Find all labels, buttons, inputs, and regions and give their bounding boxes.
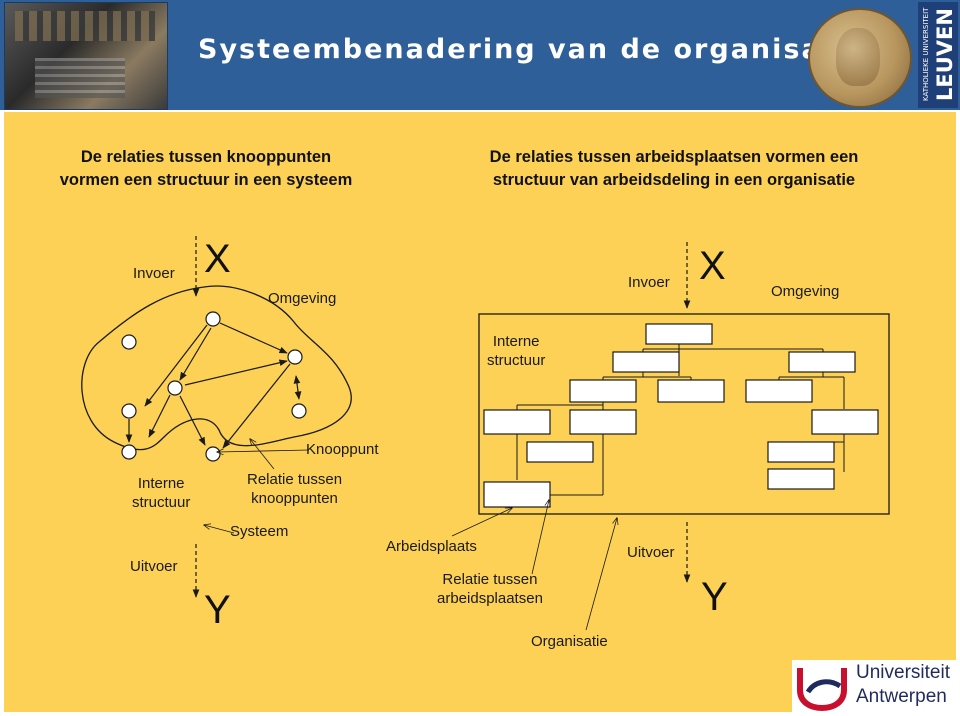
- uantwerpen-logo: [792, 660, 956, 712]
- relation-arrow: [179, 327, 212, 381]
- workplace-pointer: [451, 508, 512, 537]
- uantwerpen-line1: Universiteit: [856, 662, 950, 683]
- right-input-label: Invoer: [628, 274, 670, 291]
- page-title: Systeembenadering van de organisatie: [198, 34, 869, 65]
- system-pointer: [204, 525, 235, 534]
- left-heading-line1: De relaties tussen knooppunten: [80, 148, 332, 166]
- relation-arrow: [293, 375, 302, 400]
- workplace-box: [788, 351, 856, 373]
- system-label: Systeem: [230, 523, 289, 540]
- right-output-symbol: Y: [701, 575, 728, 619]
- uantwerpen-emblem-icon: [797, 668, 847, 712]
- right-heading-line2: structuur van arbeidsdeling in een organ…: [492, 171, 856, 189]
- workplace-box: [767, 441, 835, 463]
- left-internal-structure-label: Interne structuur: [132, 474, 190, 512]
- right-heading: De relaties tussen arbeidsplaatsen vorme…: [464, 146, 884, 192]
- node: [287, 349, 303, 365]
- ku-leuven-logo: [918, 2, 958, 108]
- relation-arrow: [222, 363, 291, 449]
- left-heading: De relaties tussen knooppunten vormen ee…: [48, 146, 364, 192]
- node-pointer: [217, 450, 310, 452]
- left-input-symbol: X: [204, 237, 231, 281]
- workplace-box: [612, 351, 680, 373]
- relation-arrow: [148, 394, 171, 438]
- relation-nodes-label: Relatie tussen knooppunten: [247, 470, 342, 508]
- right-input-symbol: X: [699, 244, 726, 288]
- right-internal-structure-line1: Interne: [492, 333, 540, 350]
- left-output-label: Uitvoer: [130, 558, 178, 575]
- relation-pointer: [531, 500, 549, 575]
- node: [205, 446, 221, 462]
- node: [121, 403, 137, 419]
- left-heading-line2: vormen een structuur in een systeem: [59, 171, 353, 189]
- diagram-canvas: [81, 236, 890, 631]
- workplace-box: [767, 468, 835, 490]
- workplace-box: [645, 323, 713, 345]
- slide-content: De relaties tussen knooppunten vormen ee…: [4, 112, 956, 712]
- ku-leuven-logo-small-text: KATHOLIEKE UNIVERSITEIT: [922, 7, 930, 101]
- relation-arrow: [219, 322, 288, 354]
- right-output-label: Uitvoer: [627, 544, 675, 561]
- portrait-medallion: [808, 8, 912, 108]
- workplace-box: [569, 409, 637, 435]
- relation-arrow: [184, 359, 288, 386]
- workplace-box: [657, 379, 725, 403]
- relation-workplaces-line1: Relatie tussen: [442, 571, 538, 588]
- left-internal-structure-line2: structuur: [132, 494, 191, 511]
- right-heading-line1: De relaties tussen arbeidsplaatsen vorme…: [489, 148, 859, 166]
- node: [121, 334, 137, 350]
- organization-boundary: [478, 313, 890, 515]
- node: [167, 380, 183, 396]
- left-input-label: Invoer: [133, 265, 175, 282]
- right-internal-structure-line2: structuur: [487, 352, 546, 369]
- workplace-box: [483, 481, 551, 508]
- left-internal-structure-line1: Interne: [137, 475, 185, 492]
- node: [291, 403, 307, 419]
- node-label: Knooppunt: [306, 441, 379, 458]
- workplace-box: [483, 409, 551, 435]
- workplace-box: [811, 409, 879, 435]
- workplace-box: [745, 379, 813, 403]
- relation-workplaces-line2: arbeidsplaatsen: [437, 590, 543, 607]
- node: [205, 311, 221, 327]
- relation-nodes-line2: knooppunten: [251, 490, 338, 507]
- relation-workplaces-label: Relatie tussen arbeidsplaatsen: [437, 570, 543, 608]
- ku-leuven-logo-text: LEUVEN: [933, 8, 957, 102]
- left-environment-label: Omgeving: [268, 290, 337, 307]
- uantwerpen-line2: Antwerpen: [856, 686, 947, 707]
- relation-nodes-line1: Relatie tussen: [247, 471, 343, 488]
- workshop-photo: [4, 2, 168, 110]
- node: [121, 444, 137, 460]
- relation-arrow: [179, 395, 206, 446]
- left-output-symbol: Y: [204, 588, 231, 632]
- relation-pointer: [250, 439, 275, 470]
- right-internal-structure-label: Interne structuur: [487, 332, 545, 370]
- organization-pointer: [585, 518, 617, 631]
- right-environment-label: Omgeving: [771, 283, 840, 300]
- workplace-label: Arbeidsplaats: [386, 538, 477, 555]
- workplace-box: [526, 441, 594, 463]
- system-boundary: [81, 285, 352, 451]
- workplace-box: [569, 379, 637, 403]
- relation-arrow: [144, 324, 208, 407]
- header-bar: Systeembenadering van de organisatie KAT…: [0, 0, 960, 110]
- organization-label: Organisatie: [531, 633, 608, 650]
